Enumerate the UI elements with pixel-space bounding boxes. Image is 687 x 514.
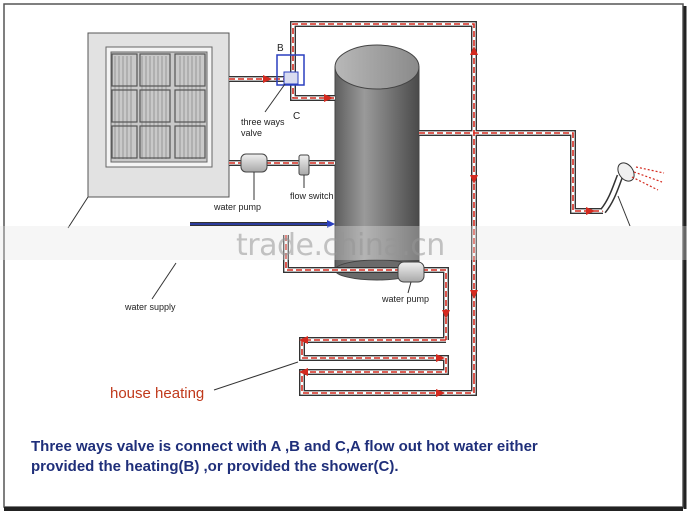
- heat-pump-unit: [67, 32, 230, 229]
- diagram-caption: Three ways valve is connect with A ,B an…: [31, 437, 671, 477]
- caption-line-2: provided the heating(B) ,or provided the…: [31, 458, 399, 475]
- water-supply-label: water supply: [125, 302, 176, 312]
- shower-head: [600, 162, 665, 227]
- house-heating-label: house heating: [110, 385, 205, 402]
- label-c: C: [293, 111, 301, 122]
- flow-switch-label: flow switch: [290, 191, 334, 201]
- water-pump-label-1: water pump: [214, 202, 262, 212]
- water-pump-1: [240, 153, 268, 200]
- flow-arrows: [263, 46, 595, 397]
- water-tank: [334, 44, 420, 281]
- water-supply-line: [151, 220, 335, 300]
- caption-line-1: Three ways valve is connect with A ,B an…: [31, 438, 538, 455]
- watermark-band: [0, 226, 687, 260]
- watermark: trade.china.cn: [236, 228, 445, 263]
- house-heating-pointer: [213, 361, 299, 391]
- label-b: B: [277, 43, 284, 54]
- three-ways-valve-label-line1: three ways: [241, 117, 285, 127]
- water-pump-2: [397, 261, 425, 294]
- flow-switch: [298, 154, 310, 188]
- three-ways-valve-label-line2: valve: [241, 128, 263, 138]
- water-pump-label-2: water pump: [382, 294, 430, 304]
- three-way-valve: [264, 54, 305, 113]
